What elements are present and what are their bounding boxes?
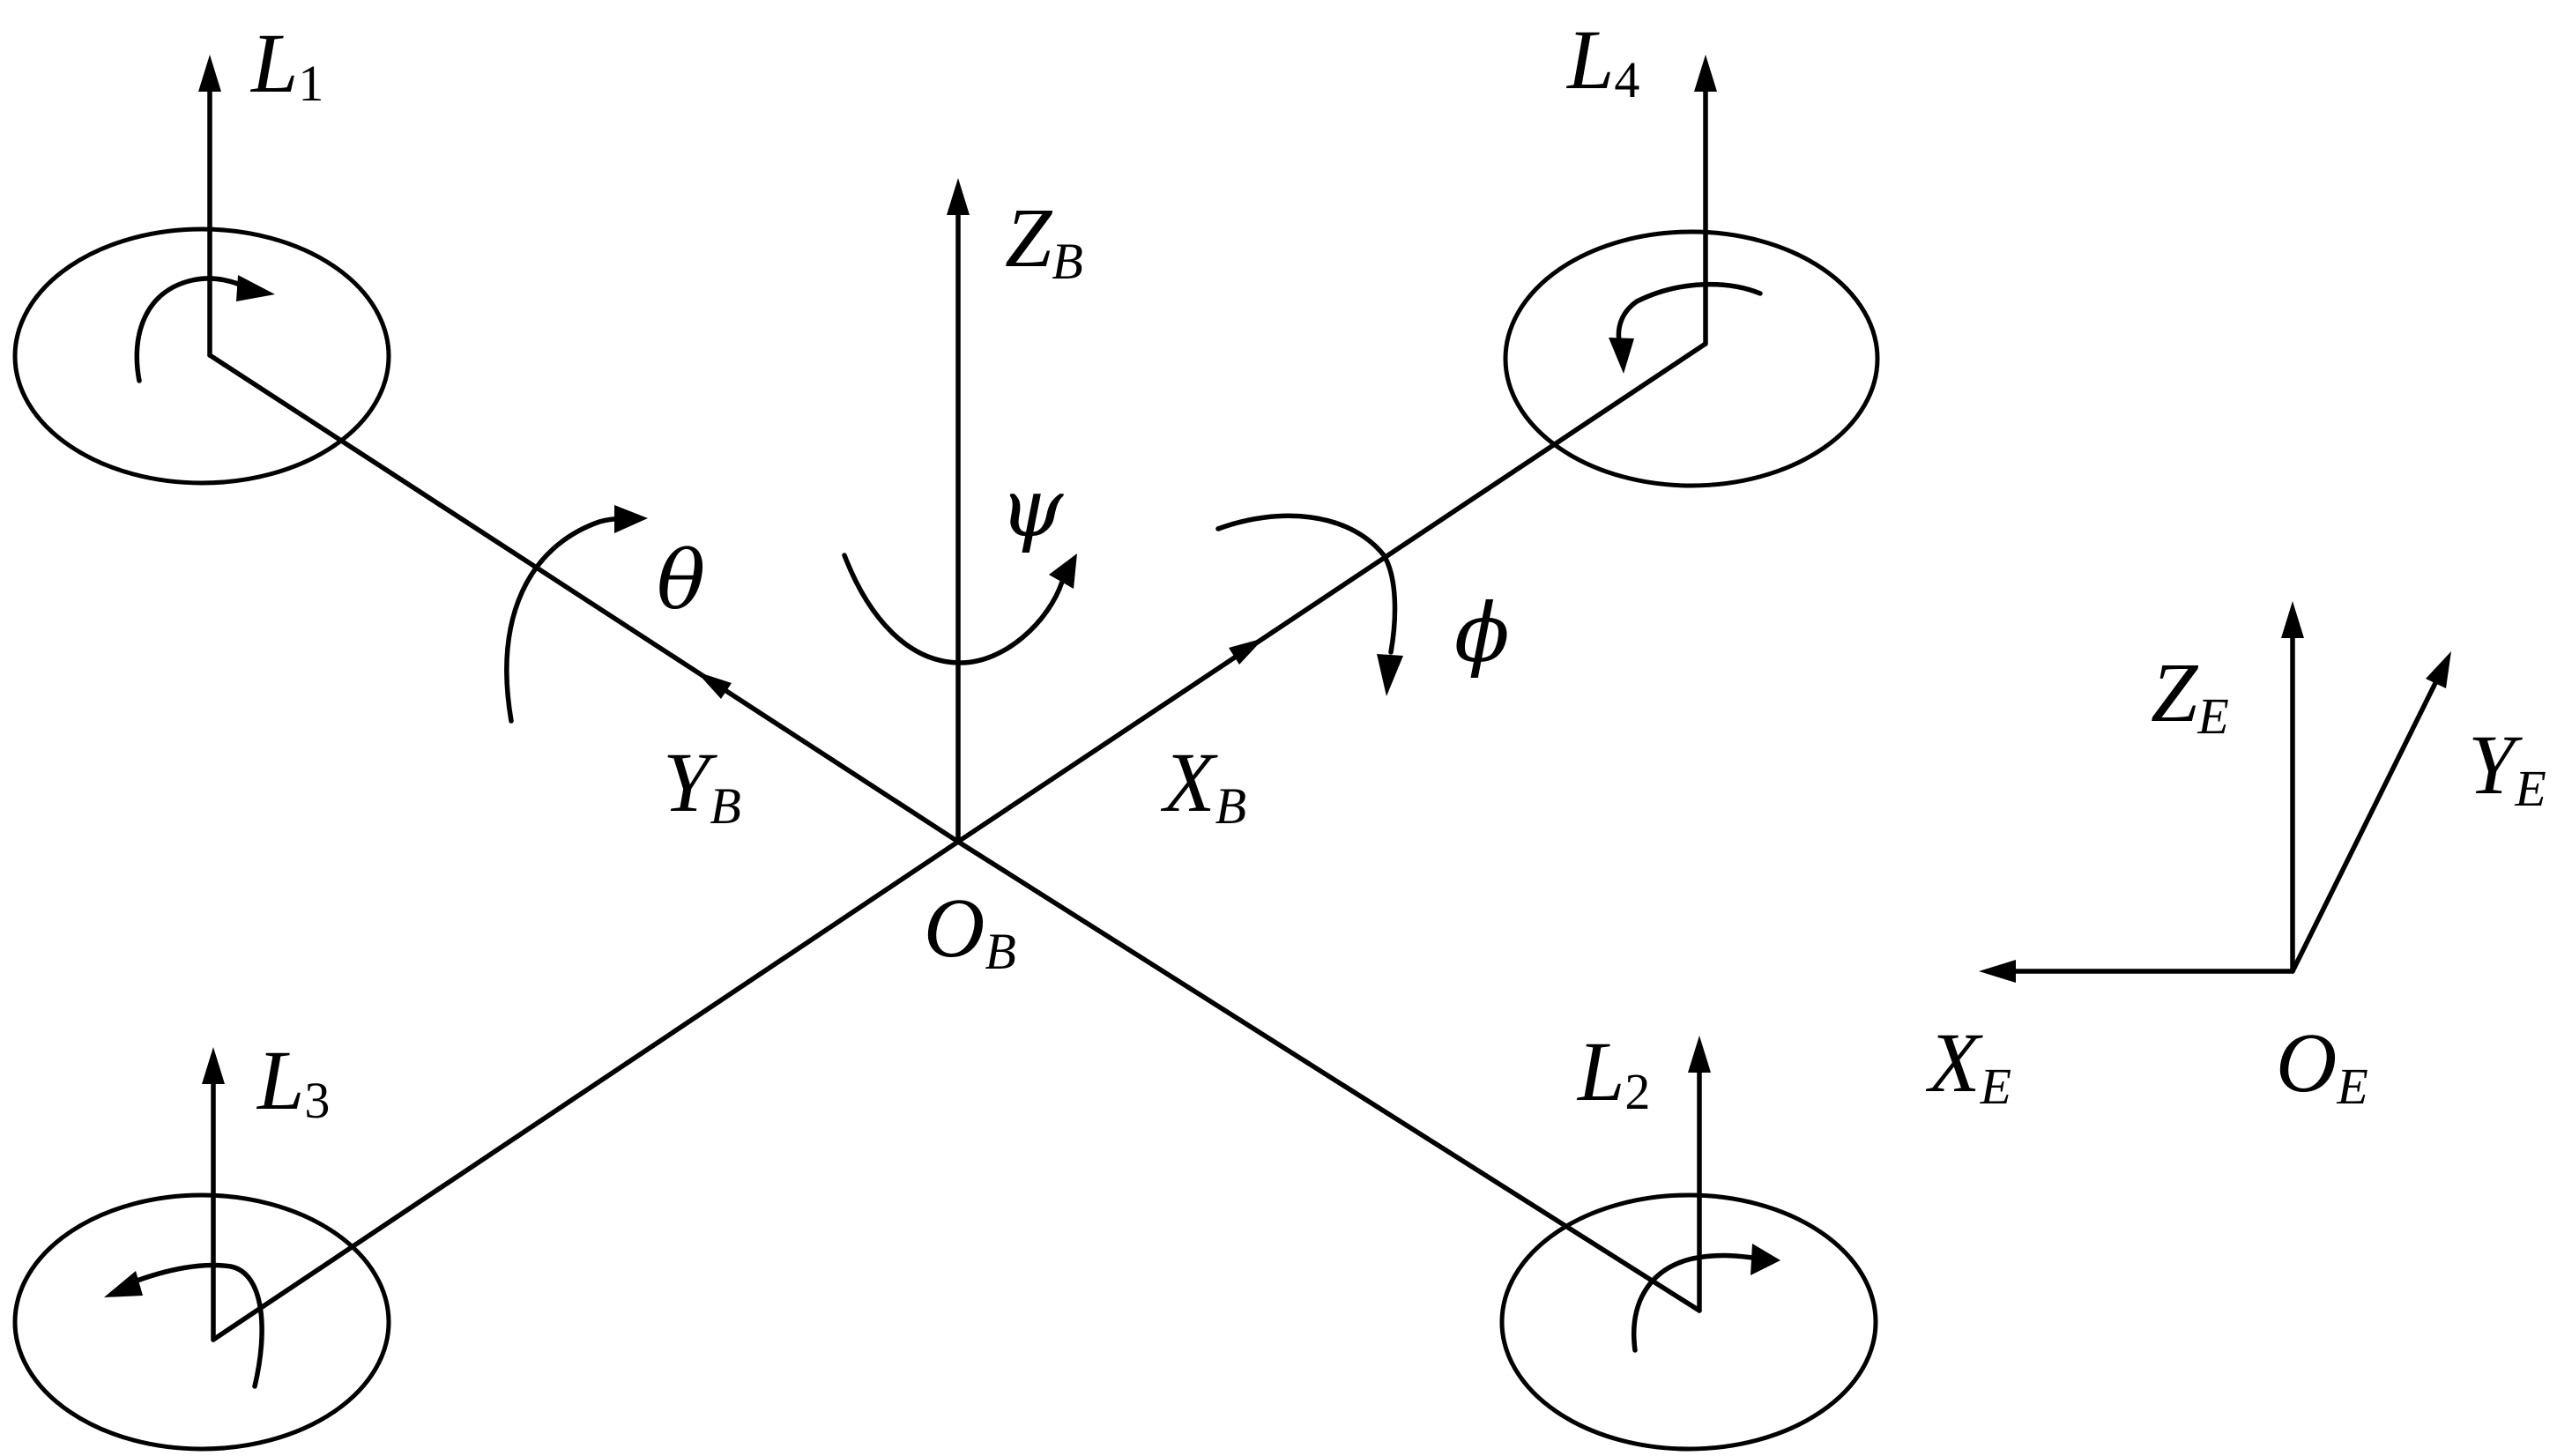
- label-YB: YB: [663, 735, 741, 835]
- label-OE: OE: [2276, 1015, 2368, 1115]
- label-ZE: ZE: [2151, 645, 2229, 745]
- rotor-1-disc: [12, 227, 391, 486]
- lift-axis-1-arrowhead: [198, 55, 221, 92]
- label-L3: L3: [256, 1033, 330, 1129]
- labels: L1 L4 L3 L2 ZB YB XB OB ZE YE XE OE ψ θ …: [249, 12, 2546, 1129]
- label-OB: OB: [924, 880, 1016, 980]
- earth-frame: [1979, 601, 2451, 983]
- rotor-3-spin-arrowhead: [104, 1271, 143, 1297]
- rotor-1-spin-arrowhead: [236, 275, 275, 301]
- phi-rotation-arrow: [1215, 513, 1398, 655]
- rotor-4-disc: [1503, 229, 1880, 488]
- rotor-2-spin-arrowhead: [1751, 1244, 1780, 1275]
- body-arms: [207, 341, 1708, 1342]
- earth-y-axis-arrowhead: [2426, 651, 2451, 688]
- rotor-3-disc: [12, 1192, 391, 1452]
- lift-axis-3-arrowhead: [202, 1047, 225, 1084]
- label-L2: L2: [1576, 1024, 1650, 1120]
- rotor-1-spin: [134, 276, 249, 383]
- arm-to-rotor-1: [207, 353, 961, 844]
- arm-to-rotor-2: [955, 839, 1702, 1313]
- label-L4: L4: [1565, 12, 1639, 108]
- label-XE: XE: [1925, 1015, 2011, 1115]
- theta-rotation-arrowhead: [614, 505, 648, 533]
- rotor-3-spin: [130, 1262, 264, 1389]
- body-axes: [696, 178, 1264, 844]
- lift-axis-4-arrowhead: [1694, 55, 1717, 92]
- earth-z-axis-arrowhead: [2281, 601, 2304, 638]
- label-theta: θ: [657, 533, 705, 628]
- arm-to-rotor-3: [211, 839, 961, 1342]
- phi-rotation-arrowhead: [1377, 654, 1403, 696]
- psi-rotation-arrowhead: [1049, 553, 1077, 589]
- earth-y-axis: [2290, 680, 2438, 974]
- lift-axis-2-arrowhead: [1688, 1036, 1711, 1073]
- label-phi: ϕ: [1454, 586, 1510, 680]
- label-XB: XB: [1160, 735, 1246, 835]
- rotor-2-disc: [1499, 1192, 1878, 1452]
- rotor-2-spin: [1632, 1252, 1761, 1353]
- rotors: [12, 227, 1880, 1452]
- body-y-axis-arrowhead: [696, 672, 732, 699]
- label-YE: YE: [2468, 717, 2546, 817]
- body-x-axis-arrowhead: [1229, 638, 1264, 665]
- body-z-axis-arrowhead: [947, 178, 970, 215]
- euler-angle-arrows: [504, 505, 1403, 724]
- rotor-4-spin-arrowhead: [1609, 338, 1634, 374]
- label-psi: ψ: [1000, 461, 1064, 555]
- label-L1: L1: [249, 16, 323, 112]
- rotor-4-spin: [1616, 281, 1763, 348]
- earth-x-axis-arrowhead: [1979, 960, 2016, 983]
- rotor-spin-arrows: [104, 275, 1780, 1389]
- psi-rotation-arrow: [842, 553, 1065, 665]
- label-ZB: ZB: [1005, 190, 1083, 290]
- lift-axes: [198, 55, 1717, 1342]
- theta-rotation-arrow: [504, 516, 633, 724]
- arm-to-rotor-4: [955, 341, 1708, 844]
